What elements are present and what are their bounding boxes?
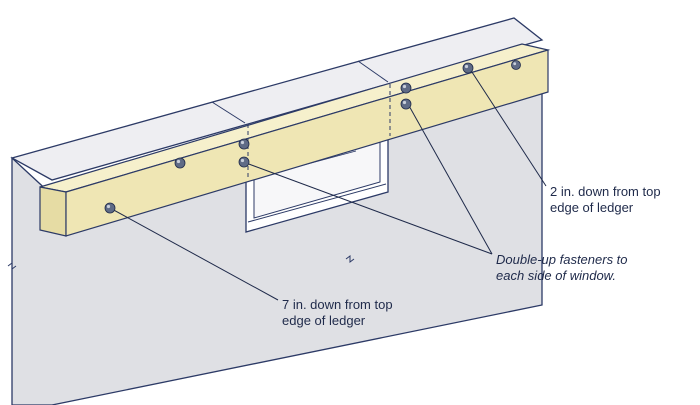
block-joint: [357, 60, 389, 83]
break-mark: [7, 262, 17, 270]
leader-line: [245, 162, 493, 255]
callout-line: 2 in. down from top: [550, 184, 661, 199]
leader-line: [109, 207, 279, 301]
bolt: [462, 62, 474, 74]
ledger-front: [39, 186, 67, 237]
bolt: [400, 98, 412, 110]
leader-line: [469, 68, 547, 187]
bolt: [400, 82, 412, 94]
bolt: [511, 60, 521, 70]
bolt: [174, 157, 186, 169]
ledger-face: [65, 49, 549, 237]
callout-line: 7 in. down from top: [282, 297, 393, 312]
callout-line: each side of window.: [496, 268, 616, 283]
bolt: [104, 202, 116, 214]
wall-top: [10, 17, 544, 181]
callout-line: edge of ledger: [550, 200, 634, 215]
callout-bottom-fastener: 7 in. down from top edge of ledger: [282, 297, 393, 329]
leader-line: [407, 103, 493, 255]
block-joint: [211, 101, 246, 124]
bolt: [238, 138, 250, 150]
break-mark: [345, 255, 355, 263]
callout-top-fastener: 2 in. down from top edge of ledger: [550, 184, 661, 216]
window-sill: [247, 183, 387, 223]
bolt: [238, 156, 250, 168]
callout-line: Double-up fasteners to: [496, 252, 628, 267]
callout-line: edge of ledger: [282, 313, 366, 328]
callout-double-up: Double-up fasteners to each side of wind…: [496, 252, 628, 284]
